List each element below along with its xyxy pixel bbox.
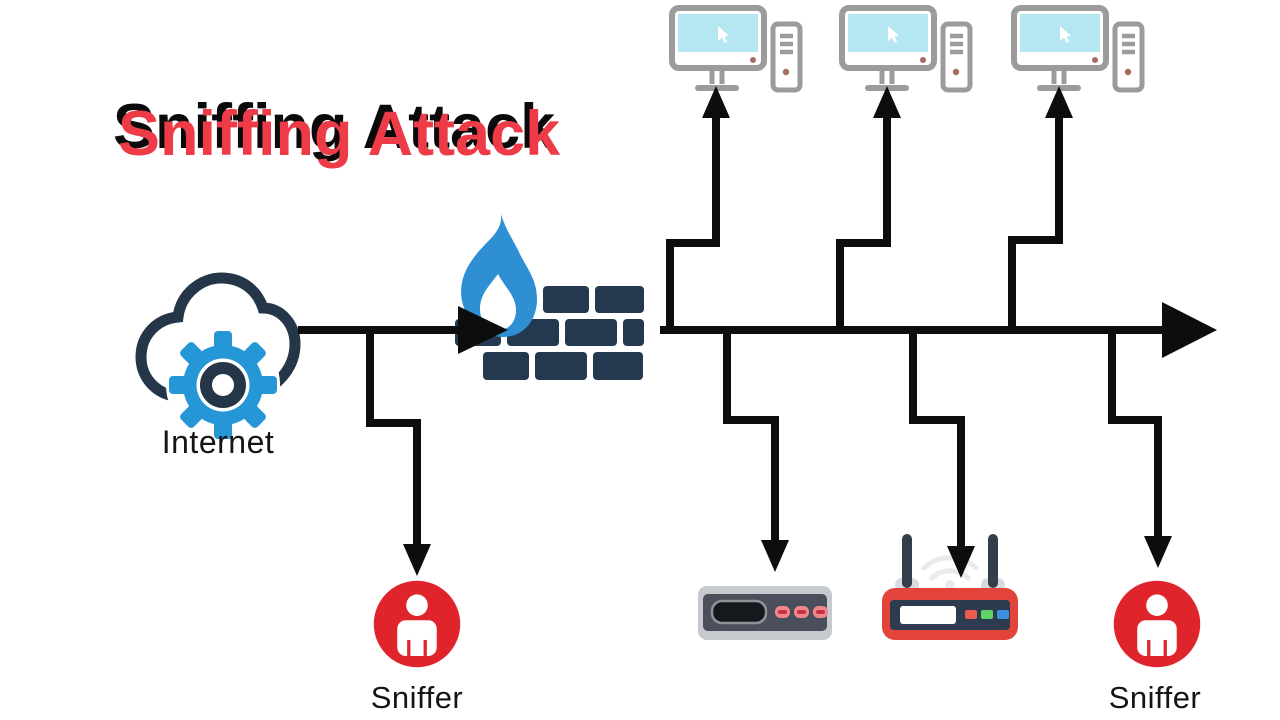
antenna-right bbox=[988, 534, 998, 588]
gear-icon bbox=[169, 331, 277, 439]
attacker-person-icon-left bbox=[373, 580, 461, 668]
sniffer-right-label: Sniffer bbox=[1108, 680, 1202, 715]
wireless-router-icon bbox=[882, 534, 1018, 640]
attacker-person-icon-right bbox=[1113, 580, 1201, 668]
cursor-icon bbox=[888, 26, 899, 43]
router-leds bbox=[965, 610, 1009, 619]
connector-bus-computer-1 bbox=[666, 86, 730, 334]
desktop-computer-icon-1 bbox=[669, 5, 803, 93]
connector-bus-computer-3 bbox=[1008, 86, 1073, 334]
antenna-left bbox=[902, 534, 912, 588]
connector-bus-switch bbox=[723, 326, 789, 572]
router-display bbox=[900, 606, 956, 624]
page-title: Sniffing Attack bbox=[118, 99, 561, 169]
connector-bus-router bbox=[909, 326, 975, 578]
connector-internet-firewall bbox=[298, 306, 508, 354]
connector-bus-computer-2 bbox=[836, 86, 901, 334]
desktop-computer-icon-2 bbox=[839, 5, 973, 93]
internet-cloud-gear-icon bbox=[135, 272, 301, 440]
network-switch-icon bbox=[698, 586, 832, 640]
switch-buttons bbox=[775, 606, 828, 618]
switch-display bbox=[710, 599, 768, 625]
flame-icon bbox=[461, 214, 537, 337]
sniffer-left-label: Sniffer bbox=[370, 680, 464, 715]
firewall-flame-brickwall-icon bbox=[455, 214, 644, 380]
wifi-waves-icon bbox=[921, 555, 979, 590]
connector-bus bbox=[622, 302, 1217, 358]
cursor-icon bbox=[1060, 26, 1071, 43]
cursor-icon bbox=[718, 26, 729, 43]
connector-bus-sniffer-right bbox=[1108, 326, 1172, 568]
brick-wall bbox=[455, 286, 644, 380]
connector-bus-sniffer-left bbox=[366, 326, 431, 576]
internet-label: Internet bbox=[161, 424, 275, 460]
